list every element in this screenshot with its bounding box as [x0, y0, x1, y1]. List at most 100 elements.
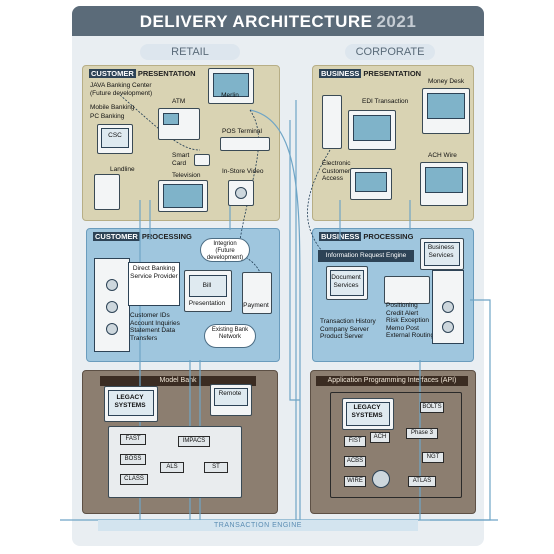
title-bar — [72, 6, 484, 36]
als-module: ALS — [160, 462, 184, 473]
fist-module: FIST — [344, 436, 366, 447]
merlin-monitor-icon — [208, 68, 254, 104]
ach-wire-screen — [425, 167, 463, 193]
edi-tower-icon — [322, 95, 342, 149]
customer-presentation-header: CUSTOMER PRESENTATION — [89, 69, 196, 78]
remote-label: Remote — [218, 390, 242, 397]
positioning-display-icon — [384, 276, 430, 304]
television-icon — [158, 180, 208, 212]
document-services-list: Transaction History Company Server Produ… — [320, 318, 376, 340]
money-desk-screen — [427, 93, 465, 119]
business-presentation-header: BUSINESS PRESENTATION — [319, 69, 422, 78]
money-desk-label: Money Desk — [428, 78, 465, 85]
ngt-module: NGT — [422, 452, 444, 463]
mobile-banking-label: Mobile Banking — [90, 104, 135, 111]
edi-transaction-label: EDI Transaction — [362, 98, 409, 105]
title-year: 2021 — [376, 12, 417, 31]
bill-label: Bill — [202, 282, 212, 289]
electronic-laptop-screen — [355, 172, 387, 192]
document-services-monitor-icon — [326, 266, 368, 300]
money-desk-monitor-icon — [422, 88, 470, 134]
column-label-retail: RETAIL — [140, 44, 240, 60]
server-fan — [442, 301, 454, 313]
wire-module: WIRE — [344, 476, 366, 487]
pos-terminal-label: POS Terminal — [222, 128, 262, 135]
csc-laptop-icon — [97, 124, 133, 154]
business-server-tower-icon — [432, 270, 464, 344]
landline-label: Landline — [110, 166, 135, 173]
merlin-label: Merlin — [221, 92, 239, 99]
electronic-access-label: Electronic Customer Access — [322, 160, 351, 182]
ach-wire-label: ACH Wire — [428, 152, 457, 159]
bill-screen — [189, 275, 227, 297]
atm-screen — [163, 113, 179, 125]
payment-server-icon — [242, 272, 272, 314]
ach-wire-monitor-icon — [420, 162, 468, 206]
csc-label: CSC — [108, 132, 122, 139]
business-services-label: Business Services — [427, 244, 455, 259]
in-store-video-label: In-Store Video — [222, 168, 264, 175]
electronic-laptop-icon — [350, 168, 392, 200]
transaction-engine-band: TRANSACTION ENGINE — [98, 520, 418, 531]
smart-card-label: Smart Card — [172, 152, 190, 167]
model-bank-legacy-monitor-icon — [104, 386, 158, 422]
boss-module: BOSS — [120, 454, 146, 465]
acbs-module: ACBS — [344, 456, 366, 467]
atlas-module: ATLAS — [408, 476, 436, 487]
api-legacy-monitor-icon — [342, 398, 394, 430]
api-mainframe — [330, 392, 462, 498]
server-fan — [106, 301, 118, 313]
television-label: Television — [172, 172, 201, 179]
television-screen — [163, 184, 203, 208]
phase3-module: Phase 3 — [406, 428, 438, 439]
document-services-screen — [330, 270, 364, 296]
atm-label: ATM — [172, 98, 186, 105]
api-legacy-label: LEGACY SYSTEMS — [351, 404, 383, 419]
remote-screen — [214, 388, 248, 406]
customer-processing-header: CUSTOMER PROCESSING — [93, 232, 192, 241]
document-services-label: Document Services — [331, 274, 361, 289]
api-panel — [310, 370, 476, 514]
st-module: ST — [204, 462, 228, 473]
existing-bank-network-cloud: Existing Bank Network — [204, 324, 256, 348]
column-label-corporate: CORPORATE — [345, 44, 435, 60]
pc-banking-label: PC Banking — [90, 113, 125, 120]
title-main: DELIVERY ARCHITECTURE — [139, 12, 373, 31]
bill-presentation-monitor-icon — [184, 270, 232, 312]
edi-screen — [353, 115, 391, 141]
remote-laptop-icon — [210, 384, 252, 416]
class-module: CLASS — [120, 474, 148, 485]
csc-screen — [101, 128, 129, 148]
smart-card-icon — [194, 154, 210, 166]
direct-banking-box: Direct Banking Service Provider — [128, 262, 180, 306]
customer-server-tower-icon — [94, 258, 130, 352]
business-services-monitor-icon — [420, 238, 464, 270]
edi-monitor-icon — [348, 110, 396, 150]
server-fan — [442, 321, 454, 333]
positioning-list: Positioning Credit Alert Risk Exception … — [386, 302, 435, 339]
merlin-screen — [213, 73, 249, 97]
atm-machine-icon — [158, 108, 200, 140]
api-label: Application Programming Interfaces (API) — [316, 376, 468, 386]
legacy-screen — [108, 390, 154, 416]
business-services-screen — [424, 242, 460, 266]
ach-module: ACH — [370, 432, 390, 443]
model-bank-legacy-label: LEGACY SYSTEMS — [114, 394, 146, 409]
presentation-label: Presentation — [188, 300, 226, 307]
bolts-module: BOLTS — [420, 402, 444, 413]
information-request-engine: Information Request Engine — [318, 250, 414, 262]
impacs-module: IMPACS — [178, 436, 210, 447]
landline-phone-icon — [94, 174, 120, 210]
pos-terminal-icon — [220, 137, 270, 151]
customer-processing-list: Customer IDs Account Inquiries Statement… — [130, 312, 180, 342]
api-legacy-screen — [346, 402, 390, 426]
model-bank-label: Model Bank — [100, 376, 256, 386]
camera-lens — [235, 187, 247, 199]
video-camera-icon — [228, 180, 254, 206]
payment-label: Payment — [243, 302, 269, 309]
java-banking-label: JAVA Banking Center(Future development) — [90, 82, 153, 97]
api-fan-icon — [372, 470, 390, 488]
server-fan — [106, 323, 118, 335]
integrion-cloud: Integrion(Future development) — [200, 238, 250, 262]
